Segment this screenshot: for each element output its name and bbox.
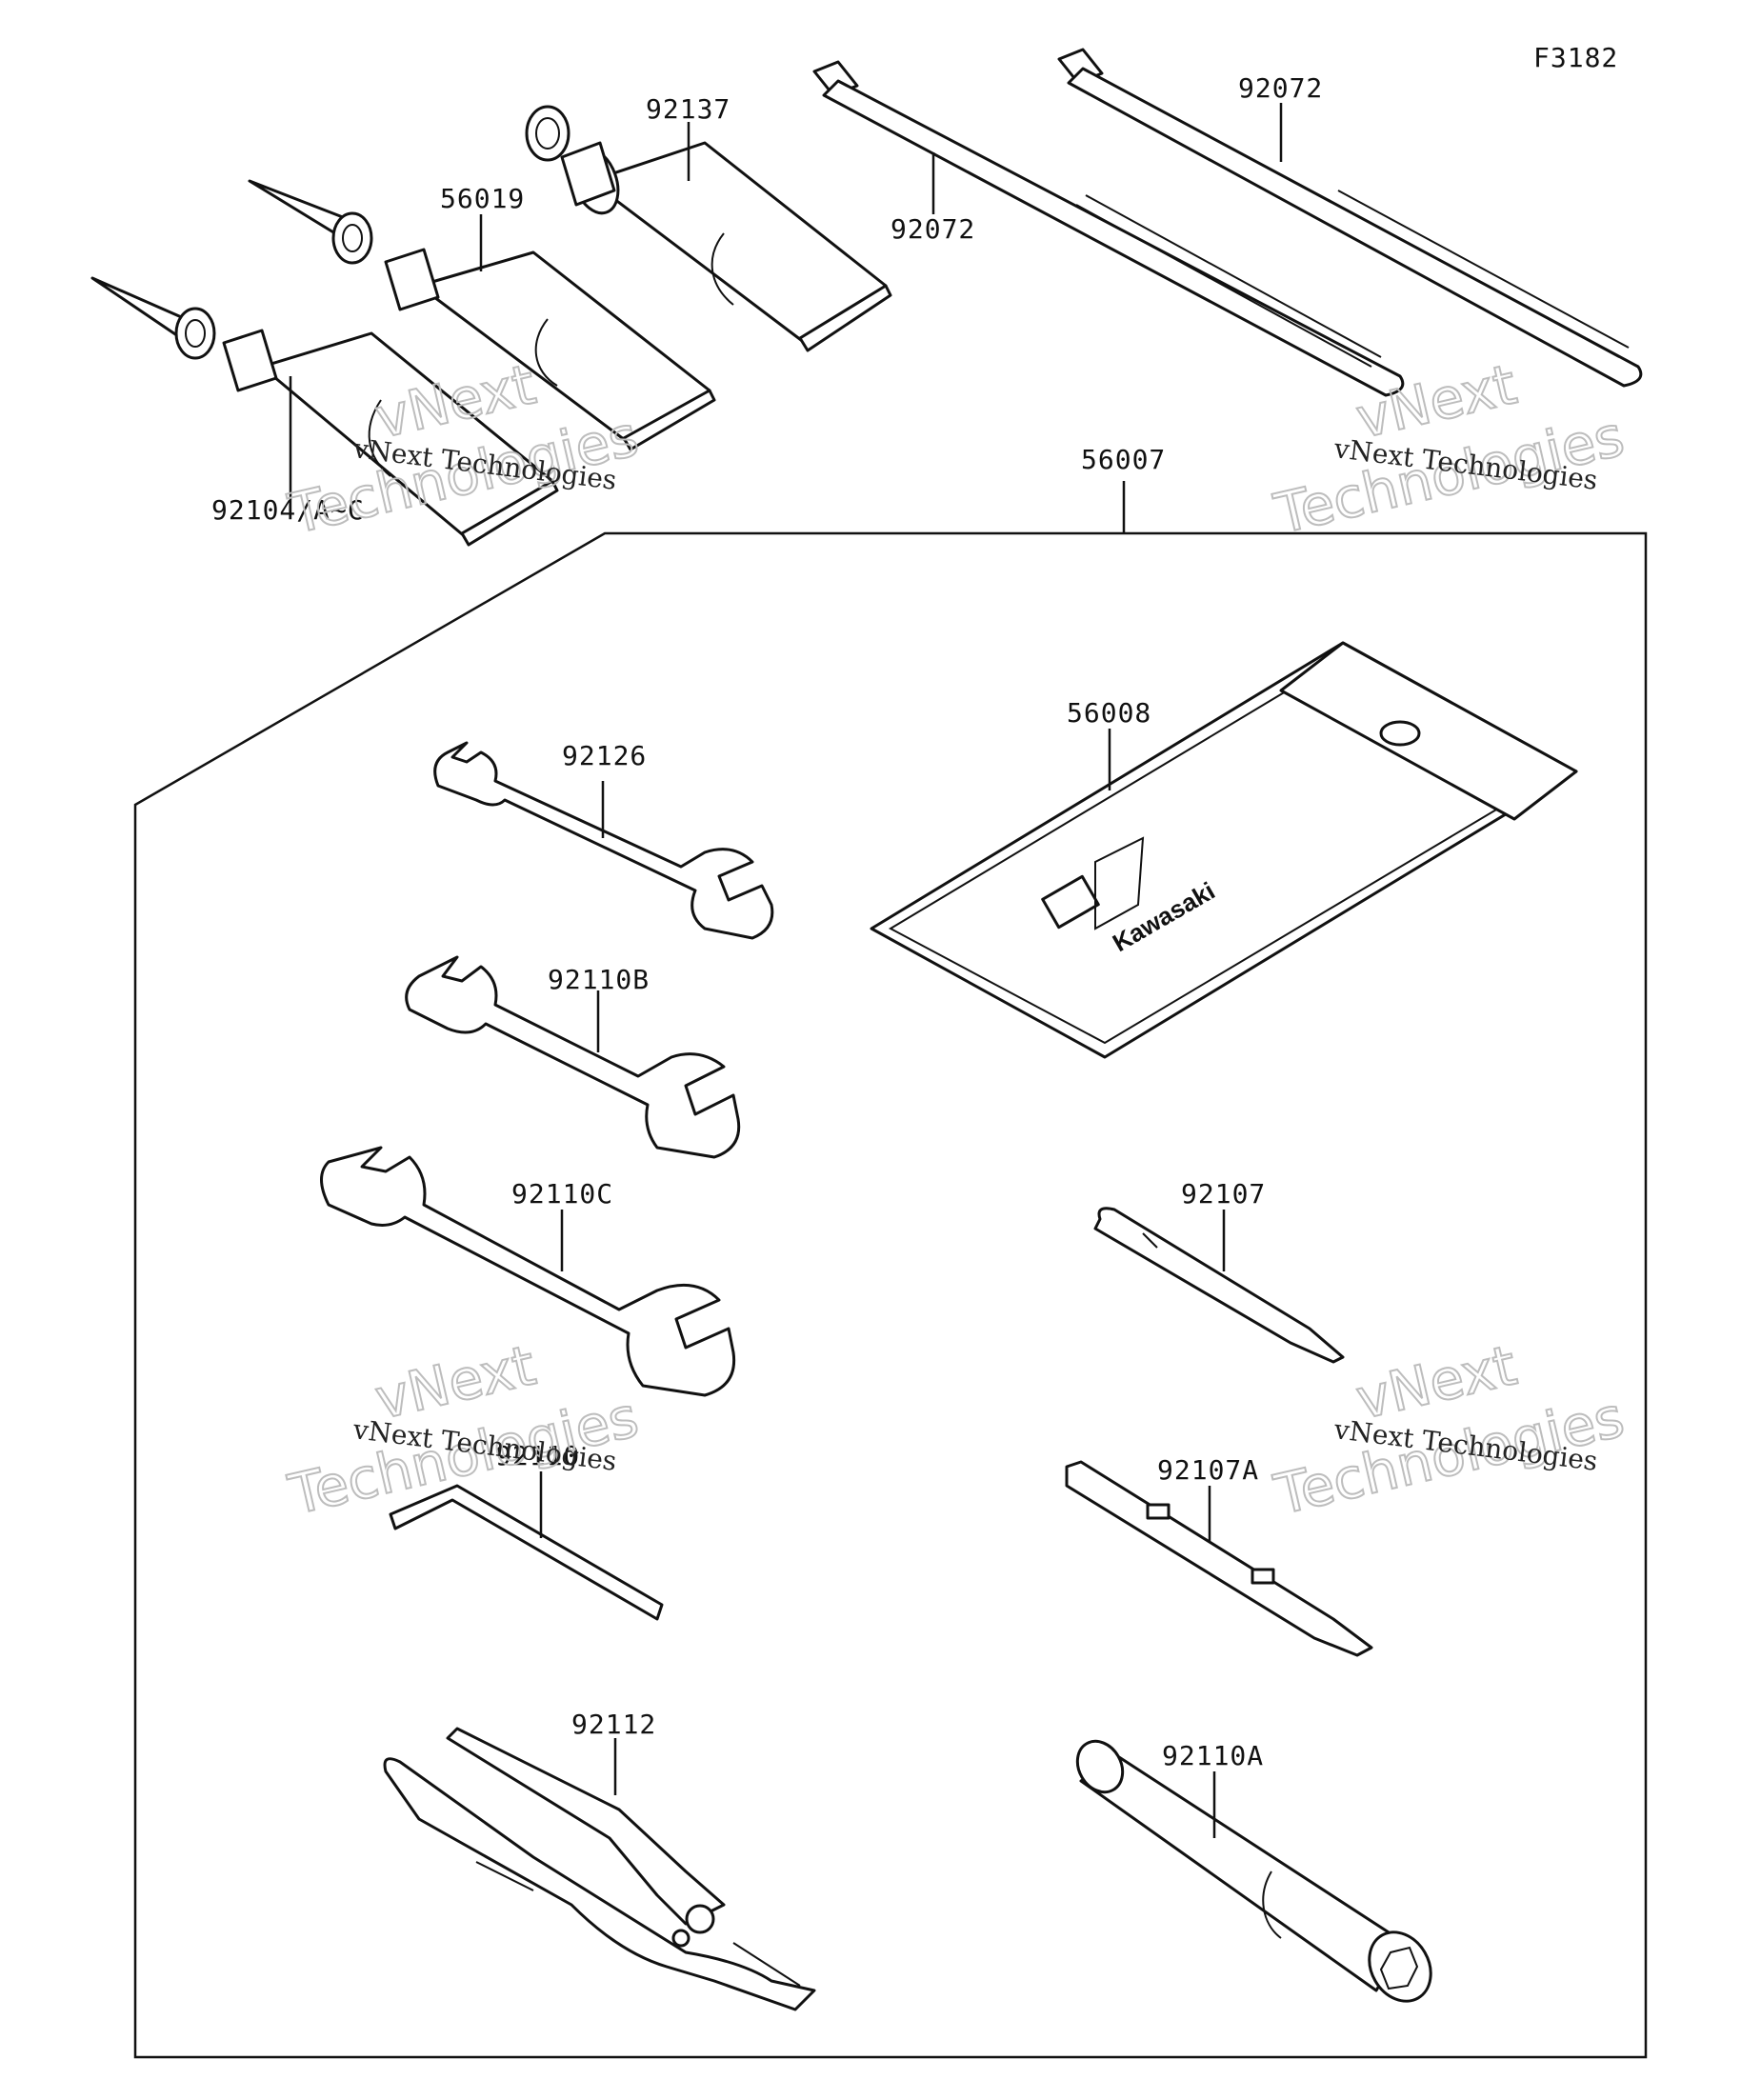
wrench-92110C[interactable]: [320, 1146, 736, 1397]
label-92110C[interactable]: 92110C: [511, 1178, 613, 1210]
label-92104[interactable]: 92104/A~C: [211, 494, 365, 526]
label-92107[interactable]: 92107: [1181, 1178, 1266, 1210]
label-92137[interactable]: 92137: [646, 93, 730, 125]
box-wrench-92110A[interactable]: [1069, 1733, 1443, 2012]
cable-tie-92072-right[interactable]: [1057, 48, 1643, 388]
tool-case-56008[interactable]: Kawasaki: [870, 641, 1578, 1059]
wrench-92110B[interactable]: [405, 955, 741, 1159]
watermark-top-right: vNext Technologies vNext Technologies: [1268, 350, 1631, 548]
label-92112[interactable]: 92112: [571, 1709, 656, 1740]
watermark-bottom-right: vNext Technologies vNext Technologies: [1268, 1331, 1631, 1529]
label-56008[interactable]: 56008: [1067, 697, 1151, 729]
screwdriver-92107A[interactable]: [1065, 1460, 1373, 1657]
grease-tube-92104[interactable]: [90, 276, 559, 547]
wrench-92126[interactable]: [433, 741, 774, 940]
cable-tie-92072-left[interactable]: [812, 60, 1405, 397]
label-92107A[interactable]: 92107A: [1157, 1454, 1259, 1486]
label-92072-right[interactable]: 92072: [1238, 72, 1323, 104]
label-56019[interactable]: 56019: [440, 183, 525, 214]
grease-tube-92137[interactable]: [525, 105, 892, 352]
pliers-92112[interactable]: [383, 1727, 816, 2011]
label-56007[interactable]: 56007: [1081, 444, 1166, 475]
label-92072-left[interactable]: 92072: [891, 213, 975, 245]
label-hex-key[interactable]: 92110: [495, 1440, 580, 1471]
figure-code: F3182: [1533, 42, 1618, 73]
label-92110B[interactable]: 92110B: [548, 964, 650, 995]
screwdriver-92107[interactable]: [1093, 1207, 1345, 1364]
label-92126[interactable]: 92126: [562, 740, 647, 771]
label-92110A[interactable]: 92110A: [1162, 1740, 1264, 1771]
hex-key-92110[interactable]: [389, 1484, 664, 1621]
grease-tube-56019[interactable]: [248, 179, 716, 451]
tool-kit-outline: [133, 531, 1648, 2059]
